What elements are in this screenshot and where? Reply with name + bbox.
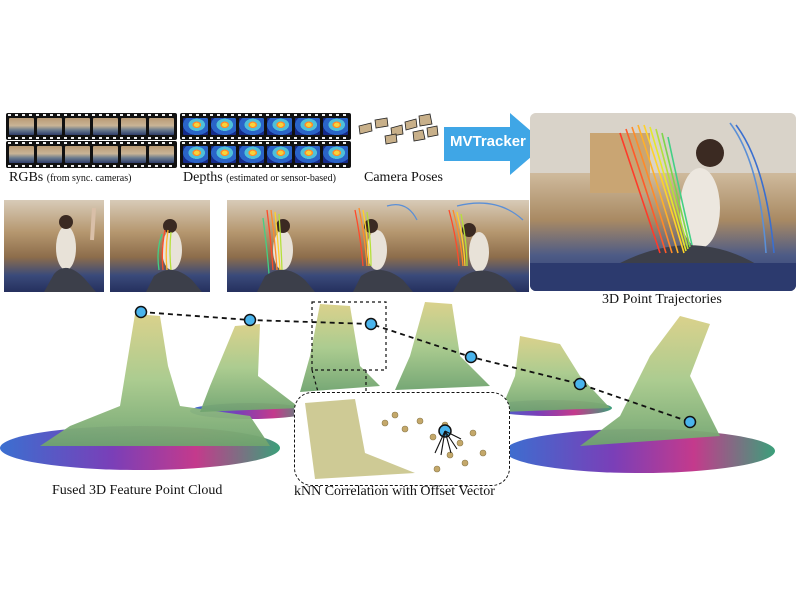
rgb-strip-top — [6, 113, 177, 140]
point-cloud-figure — [0, 301, 775, 473]
trajectories-caption: 3D Point Trajectories — [602, 292, 722, 307]
tracked-frame-5 — [427, 200, 529, 292]
camera-poses-caption: Camera Poses — [364, 170, 443, 185]
tracker-arrow-icon — [444, 113, 546, 175]
zoom-source-box — [311, 301, 387, 371]
fused-caption: Fused 3D Feature Point Cloud — [52, 483, 223, 498]
rgb-strip-bottom — [6, 141, 177, 168]
point-cloud-figure-1 — [40, 314, 270, 446]
point-cloud-figure-3 — [300, 304, 380, 392]
camera-poses-graphic — [358, 113, 439, 145]
point-cloud-figure-4 — [395, 302, 490, 390]
depth-strip-bottom — [180, 141, 351, 168]
trajectory-dashed-line — [140, 311, 691, 423]
rgbs-caption: RGBs (from sync. cameras) — [9, 170, 131, 186]
knn-inset — [294, 392, 510, 486]
depths-caption: Depths (estimated or sensor-based) — [183, 170, 336, 186]
point-cloud-figure-6 — [580, 316, 720, 446]
query-point-icon — [134, 305, 697, 429]
tracked-frame-1 — [4, 200, 104, 292]
knn-caption: kNN Correlation with Offset Vector — [294, 484, 495, 499]
tracked-frame-3 — [227, 200, 327, 292]
rgbs-caption-main: RGBs — [9, 170, 44, 185]
depths-caption-sub: (estimated or sensor-based) — [226, 173, 336, 184]
point-cloud-figure-2 — [200, 324, 300, 412]
trajectory-result-image — [530, 113, 796, 291]
depths-caption-main: Depths — [183, 170, 223, 185]
tracked-frame-2 — [110, 200, 210, 292]
mat-right — [505, 429, 775, 473]
point-cloud-figure-5 — [500, 336, 610, 412]
mvtracker-label: MVTracker — [450, 133, 526, 150]
rgbs-caption-sub: (from sync. cameras) — [46, 173, 132, 184]
tracked-frame-4 — [327, 200, 427, 292]
depth-strip-top — [180, 113, 351, 140]
camera-pose-icon — [358, 113, 439, 145]
